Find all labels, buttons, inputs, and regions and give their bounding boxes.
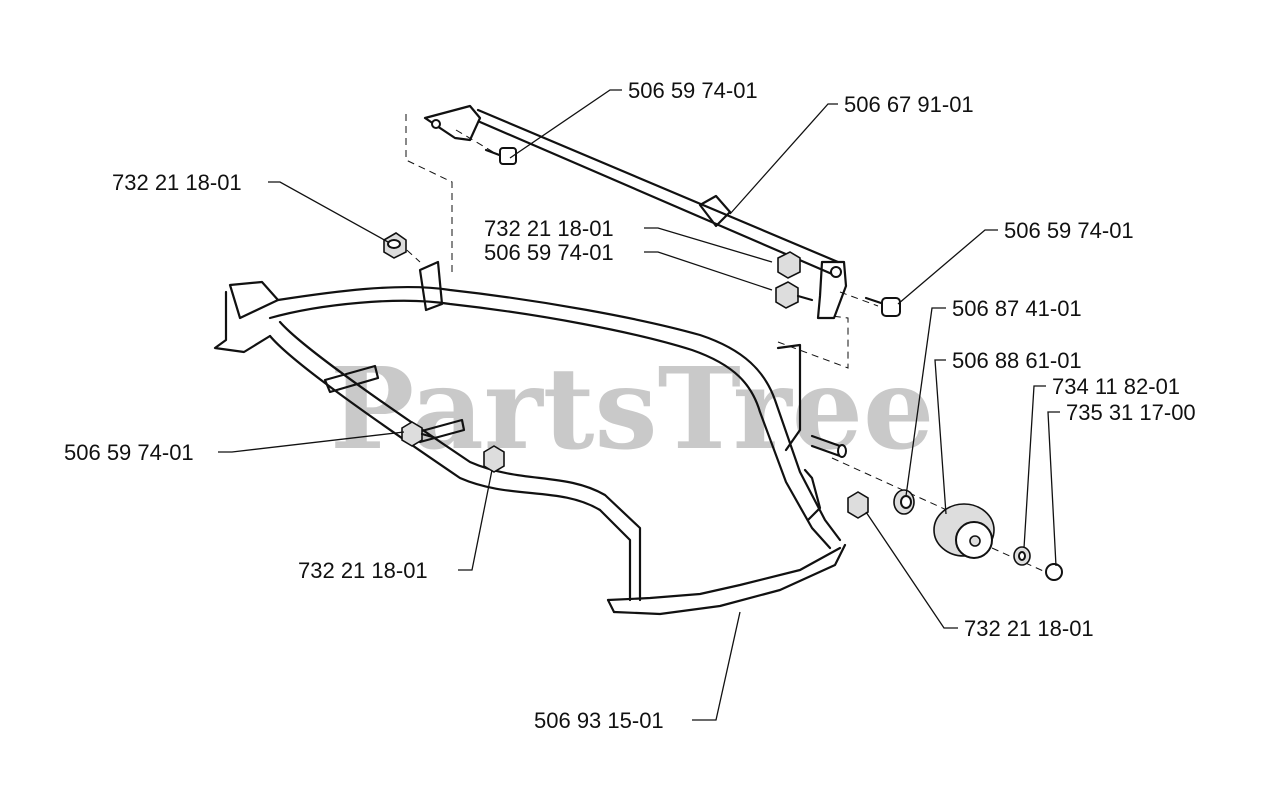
callout-732-21-18-01-right: 732 21 18-01 <box>964 616 1094 641</box>
wheel-axle-bolt <box>810 434 847 458</box>
spacer-bushing <box>893 489 915 515</box>
linkage-bar <box>423 104 848 320</box>
leader-lines <box>218 89 1060 721</box>
locknut-lower <box>483 445 505 473</box>
hardware <box>383 147 1063 581</box>
callout-506-93-15-01: 506 93 15-01 <box>534 708 664 733</box>
locknut-axle <box>847 491 869 519</box>
screw-upper <box>484 147 517 165</box>
screw-right <box>864 296 901 317</box>
callout-506-59-74-01-right: 506 59 74-01 <box>1004 218 1134 243</box>
callout-732-21-18-01-lower: 732 21 18-01 <box>298 558 428 583</box>
callout-506-59-74-01-top: 506 59 74-01 <box>628 78 758 103</box>
callout-732-21-18-01-mid: 732 21 18-01 <box>484 216 614 241</box>
callout-labels: 506 59 74-01 506 67 91-01 732 21 18-01 7… <box>64 78 1196 733</box>
callout-506-59-74-01-mid: 506 59 74-01 <box>484 240 614 265</box>
callout-732-21-18-01-upper-left: 732 21 18-01 <box>112 170 242 195</box>
bolt-linkage <box>775 281 814 309</box>
callout-506-67-91-01: 506 67 91-01 <box>844 92 974 117</box>
callout-735-31-17-00: 735 31 17-00 <box>1066 400 1196 425</box>
locknut-linkage <box>777 251 801 279</box>
locknut-upper-left <box>383 232 407 259</box>
callout-734-11-82-01: 734 11 82-01 <box>1052 374 1180 399</box>
callout-506-87-41-01: 506 87 41-01 <box>952 296 1082 321</box>
retaining-clip <box>1045 563 1063 581</box>
callout-506-59-74-01-left: 506 59 74-01 <box>64 440 194 465</box>
callout-506-88-61-01: 506 88 61-01 <box>952 348 1082 373</box>
deck-frame <box>213 260 847 616</box>
washer <box>1013 546 1031 566</box>
gauge-wheel <box>933 503 995 559</box>
bolt-lower-left <box>401 421 438 447</box>
